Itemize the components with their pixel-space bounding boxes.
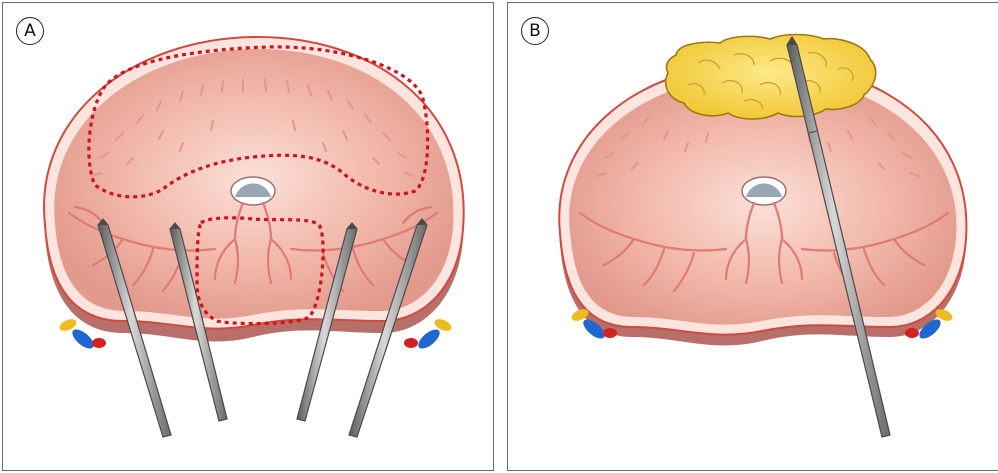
panel-label: B [521,17,549,45]
panel-b: B [507,2,998,471]
panel-label: A [16,17,44,45]
panel-b-illustration [508,3,998,470]
panel-a: A [2,2,494,471]
hyperplasia-mass [666,35,876,120]
panel-a-illustration [3,3,493,470]
